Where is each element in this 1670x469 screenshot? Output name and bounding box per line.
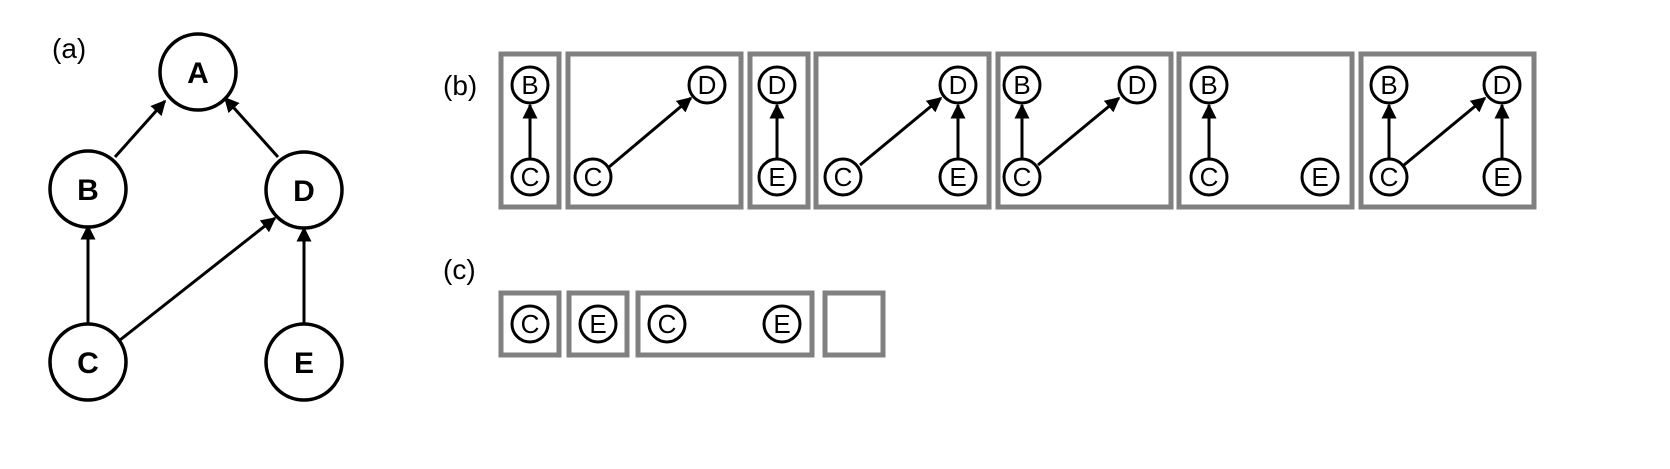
panel-label-a: (a) bbox=[52, 33, 86, 64]
panel-b-box-6: B C E bbox=[1176, 51, 1355, 210]
panel-c-box-2: E bbox=[566, 290, 630, 358]
b7-node-e: E bbox=[1493, 162, 1510, 192]
b5-node-b: B bbox=[1013, 70, 1030, 100]
b1-node-b: B bbox=[521, 70, 538, 100]
c3-node-e: E bbox=[773, 309, 790, 339]
panel-b-box-7: B D C E bbox=[1358, 51, 1537, 210]
b4-node-e: E bbox=[949, 162, 966, 192]
panel-b-box-2: D C bbox=[565, 51, 744, 210]
panel-label-b: (b) bbox=[443, 70, 477, 101]
panel-c-box-4-empty bbox=[822, 290, 886, 358]
b5-node-c: C bbox=[1013, 162, 1032, 192]
b3-node-d: D bbox=[768, 70, 787, 100]
node-a: A bbox=[158, 32, 238, 112]
b1-node-c: C bbox=[521, 162, 540, 192]
node-b: B bbox=[48, 149, 128, 229]
b2-node-d: D bbox=[698, 70, 717, 100]
panel-b-box-3: D E bbox=[747, 51, 811, 210]
node-d: D bbox=[264, 150, 344, 230]
b2-node-c: C bbox=[584, 162, 603, 192]
panel-c: C E C E bbox=[498, 290, 886, 358]
edge-c-d bbox=[119, 216, 277, 342]
b6-node-b: B bbox=[1200, 70, 1217, 100]
node-a-label: A bbox=[187, 57, 209, 90]
c3-node-c: C bbox=[658, 309, 677, 339]
node-e: E bbox=[264, 322, 344, 402]
graph-a: A B D C E bbox=[48, 32, 344, 402]
panel-c-box-1: C bbox=[498, 290, 562, 358]
c1-node-c: C bbox=[521, 309, 540, 339]
node-e-label: E bbox=[294, 347, 314, 380]
b4-node-c: C bbox=[834, 162, 853, 192]
panel-b-box-4: D C E bbox=[813, 51, 992, 210]
edge-b-a bbox=[113, 99, 167, 158]
b6-node-e: E bbox=[1311, 162, 1328, 192]
b6-node-c: C bbox=[1200, 162, 1219, 192]
b7-node-c: C bbox=[1380, 162, 1399, 192]
c2-node-e: E bbox=[589, 309, 606, 339]
node-c-label: C bbox=[77, 347, 99, 380]
node-d-label: D bbox=[293, 175, 315, 208]
panel-b-box-5: B D C bbox=[995, 51, 1174, 210]
b5-node-d: D bbox=[1128, 70, 1147, 100]
edge-d-a bbox=[223, 96, 280, 159]
b7-node-b: B bbox=[1380, 70, 1397, 100]
panel-label-c: (c) bbox=[443, 254, 476, 285]
b7-node-d: D bbox=[1493, 70, 1512, 100]
b4-node-d: D bbox=[949, 70, 968, 100]
panel-c-box-3: C E bbox=[635, 290, 815, 358]
node-c: C bbox=[48, 322, 128, 402]
b3-node-e: E bbox=[768, 162, 785, 192]
node-b-label: B bbox=[77, 174, 99, 207]
panel-b: B C D C D E D bbox=[498, 51, 1537, 210]
panel-b-box-1: B C bbox=[498, 51, 562, 210]
